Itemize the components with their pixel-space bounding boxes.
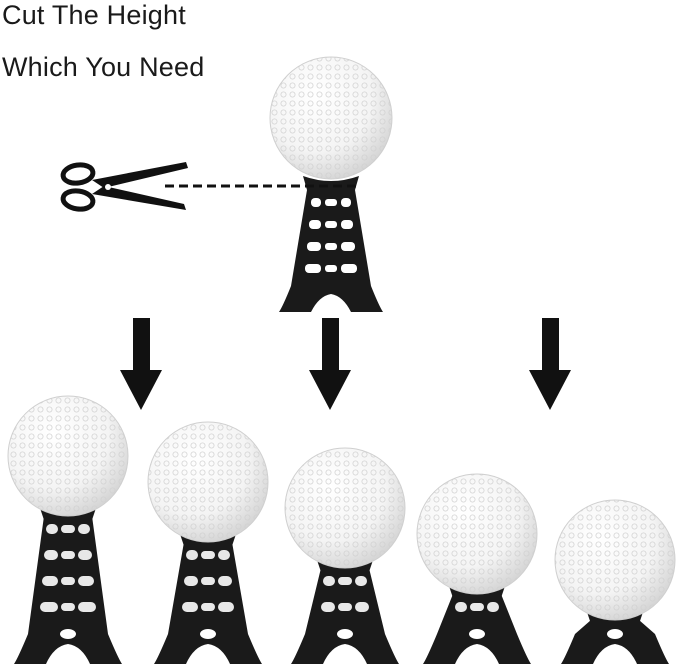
golf-ball <box>284 447 406 569</box>
tee-with-ball <box>284 447 406 664</box>
golf-tee <box>154 534 262 664</box>
down-arrow-icon <box>309 318 351 410</box>
example-tee <box>279 176 383 312</box>
down-arrow-icon <box>529 318 571 410</box>
example-golf-ball <box>269 56 393 180</box>
golf-ball <box>147 421 269 543</box>
example-tee-with-ball <box>269 56 393 312</box>
product-tees-row <box>7 395 676 664</box>
golf-tee <box>14 508 122 664</box>
golf-tee <box>423 586 531 664</box>
tee-with-ball <box>416 473 538 664</box>
golf-ball <box>7 395 129 517</box>
tee-with-ball <box>147 421 269 664</box>
golf-tee <box>291 560 399 664</box>
down-arrow-icon <box>120 318 162 410</box>
tee-with-ball <box>7 395 129 664</box>
caption-line-1: Cut The Height <box>2 0 186 30</box>
golf-ball <box>554 499 676 621</box>
caption-line-2: Which You Need <box>2 52 205 82</box>
tee-with-ball <box>554 499 676 664</box>
golf-ball <box>416 473 538 595</box>
scissors-icon <box>60 162 188 212</box>
